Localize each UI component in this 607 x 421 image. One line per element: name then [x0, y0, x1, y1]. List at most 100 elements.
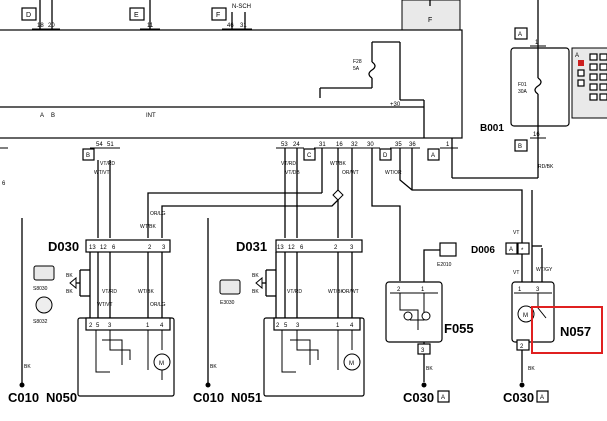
svg-text:C030: C030: [403, 390, 434, 405]
svg-text:D006: D006: [471, 245, 495, 256]
svg-text:12: 12: [100, 245, 107, 251]
svg-text:D031: D031: [236, 239, 267, 254]
svg-text:B: B: [518, 144, 522, 150]
svg-text:VT: VT: [513, 230, 519, 236]
n057-motor: 1 3 M 2 BK N057: [511, 281, 603, 382]
svg-text:M: M: [523, 313, 528, 319]
svg-text:1: 1: [446, 142, 450, 148]
svg-text:A: A: [431, 153, 435, 159]
svg-text:BK: BK: [252, 273, 259, 279]
svg-text:A: A: [518, 32, 522, 38]
svg-text:BK: BK: [66, 273, 73, 279]
svg-text:M: M: [349, 361, 354, 367]
svg-text:WT/BK: WT/BK: [138, 289, 154, 295]
svg-text:54: 54: [96, 142, 103, 148]
bus-box: A B INT +30 F28 5A 6: [0, 29, 463, 187]
svg-text:VT/DB: VT/DB: [285, 170, 300, 176]
b001-fusebox: A 1 F01 30A 16 B001 B RD/BK A: [451, 0, 607, 179]
svg-text:WT/VT: WT/VT: [94, 170, 110, 176]
svg-text:S8032: S8032: [33, 319, 48, 325]
svg-text:2: 2: [334, 245, 338, 251]
svg-text:1: 1: [518, 287, 522, 293]
svg-text:OR/WT: OR/WT: [342, 289, 359, 295]
svg-text:D030: D030: [48, 239, 79, 254]
svg-text:RD/BK: RD/BK: [538, 164, 554, 170]
svg-text:31: 31: [319, 142, 326, 148]
svg-text:OR/WT: OR/WT: [342, 170, 359, 176]
svg-text:2: 2: [276, 323, 280, 329]
svg-text:BK: BK: [426, 366, 433, 372]
svg-text:13: 13: [277, 245, 284, 251]
svg-text:24: 24: [293, 142, 300, 148]
svg-text:B001: B001: [480, 123, 504, 134]
svg-text:18: 18: [37, 23, 44, 29]
d006-connector: D006 A *: [471, 242, 530, 256]
svg-text:A: A: [441, 395, 445, 401]
svg-text:INT: INT: [146, 113, 156, 119]
n057-highlight-box: [531, 306, 603, 354]
svg-text:B: B: [86, 153, 90, 159]
svg-text:A: A: [509, 247, 513, 253]
svg-text:3: 3: [108, 323, 112, 329]
svg-text:3: 3: [350, 245, 354, 251]
svg-text:C010: C010: [8, 390, 39, 405]
svg-text:2: 2: [520, 344, 524, 350]
svg-text:E3030: E3030: [220, 300, 235, 306]
svg-text:N057: N057: [560, 324, 591, 339]
svg-text:BK: BK: [66, 289, 73, 295]
svg-text:3: 3: [536, 287, 540, 293]
svg-text:F: F: [428, 17, 432, 24]
svg-text:WT/BK: WT/BK: [140, 224, 156, 230]
svg-text:OR/LG: OR/LG: [150, 211, 166, 217]
svg-text:BK: BK: [528, 366, 535, 372]
svg-text:C: C: [307, 153, 312, 159]
svg-text:WT/BK: WT/BK: [328, 289, 344, 295]
svg-text:1: 1: [146, 323, 150, 329]
svg-text:M: M: [159, 361, 164, 367]
svg-text:51: 51: [107, 142, 114, 148]
svg-text:BK: BK: [252, 289, 259, 295]
grounds: BK C010 BK C010 C030 A C030 A: [8, 218, 549, 405]
svg-text:13: 13: [89, 245, 96, 251]
d031-connector: D031 13 12 6 2 3 VT/RD WT/BK OR/WT BK BK…: [219, 239, 363, 318]
n051-window-motor: 2 5 3 1 4 M N051: [231, 317, 365, 405]
svg-text:16: 16: [533, 132, 540, 138]
svg-text:2: 2: [89, 323, 93, 329]
svg-text:N051: N051: [231, 390, 262, 405]
svg-text:VT/RD: VT/RD: [102, 289, 117, 295]
svg-text:4: 4: [160, 323, 164, 329]
svg-text:3: 3: [162, 245, 166, 251]
bus-pins: 54 51 53 24 31 16 32 30 35 36 1 B C D A: [82, 142, 458, 161]
svg-text:VT/RD: VT/RD: [281, 161, 296, 167]
svg-text:5A: 5A: [353, 66, 360, 72]
svg-text:A: A: [540, 395, 544, 401]
f055-module: 2 1 F055 E2010 3 BK: [385, 242, 474, 382]
svg-text:1: 1: [421, 287, 425, 293]
svg-text:53: 53: [281, 142, 288, 148]
svg-text:2: 2: [148, 245, 152, 251]
svg-text:D: D: [26, 12, 31, 19]
svg-text:16: 16: [336, 142, 343, 148]
svg-text:1: 1: [535, 40, 539, 46]
svg-text:F28: F28: [353, 59, 362, 65]
wiring: VT/RD WT/VT VT/RD VT/DB OR/LG WT/BK WT/B…: [94, 148, 553, 282]
n050-window-motor: 2 5 3 1 4 M N050: [46, 317, 175, 405]
svg-text:A: A: [40, 113, 44, 119]
svg-text:3: 3: [421, 348, 425, 354]
svg-text:4: 4: [350, 323, 354, 329]
svg-text:E: E: [134, 12, 139, 19]
svg-text:F055: F055: [444, 321, 474, 336]
svg-text:C030: C030: [503, 390, 534, 405]
svg-text:N050: N050: [46, 390, 77, 405]
svg-text:VT: VT: [513, 270, 519, 276]
svg-text:F: F: [216, 12, 220, 19]
svg-text:20: 20: [48, 23, 55, 29]
svg-text:5: 5: [96, 323, 100, 329]
svg-text:35: 35: [395, 142, 402, 148]
svg-text:11: 11: [147, 23, 154, 29]
svg-text:VT/RD: VT/RD: [287, 289, 302, 295]
svg-text:F01: F01: [518, 82, 527, 88]
svg-text:N-SCH: N-SCH: [232, 4, 251, 10]
svg-text:+30: +30: [390, 102, 401, 108]
